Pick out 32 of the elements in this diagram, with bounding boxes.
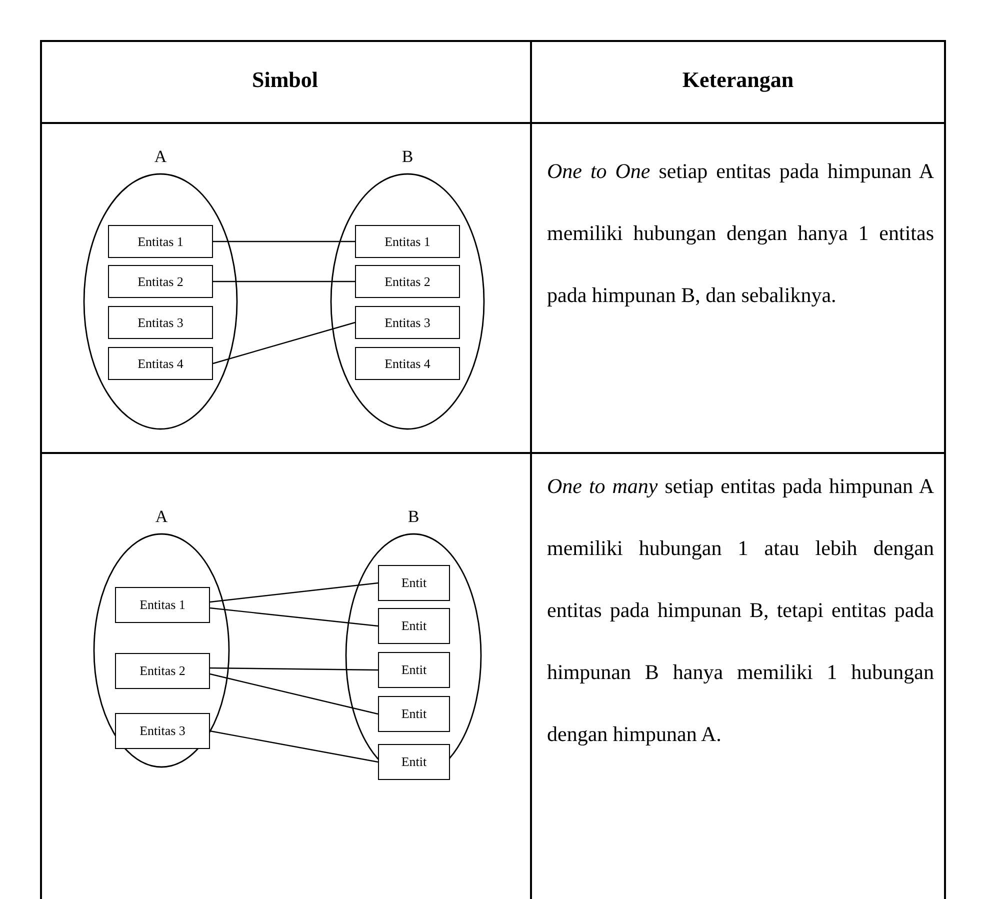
connector-line xyxy=(213,240,355,242)
set-label: B xyxy=(400,147,414,167)
connector-line xyxy=(212,322,356,364)
description-text: One to many setiap entitas pada himpunan A memiliki hubungan 1 atau lebih dengan entitas pada himpunan B, tetapi entitas pada himpunan B hanya memiliki 1 hubungan dengan himpunan A. xyxy=(547,473,934,748)
entity-box: Entitas 1 xyxy=(355,225,460,258)
entity-box: Entitas 4 xyxy=(355,347,460,380)
connector-line xyxy=(210,607,378,627)
entity-box: Entitas 3 xyxy=(108,306,213,339)
entity-box: Entitas 1 xyxy=(115,587,210,623)
entity-box: Entit xyxy=(378,696,450,732)
entity-box: Entitas 4 xyxy=(108,347,213,380)
set-label: A xyxy=(153,147,168,167)
entity-box: Entit xyxy=(378,608,450,644)
entity-box: Entitas 2 xyxy=(355,265,460,298)
entity-box: Entit xyxy=(378,744,450,780)
connector-line xyxy=(210,730,378,763)
set-label: A xyxy=(154,507,169,527)
column-header: Keterangan xyxy=(681,67,795,93)
column-header: Simbol xyxy=(250,67,320,93)
entity-box: Entit xyxy=(378,652,450,688)
set-label: B xyxy=(406,507,420,527)
connector-line xyxy=(210,673,378,715)
entity-box: Entitas 2 xyxy=(108,265,213,298)
connector-line xyxy=(210,582,378,603)
connector-line xyxy=(210,667,378,671)
description-text: One to One setiap entitas pada himpunan A memiliki hubungan dengan hanya 1 entitas pada himpunan B, dan sebaliknya. xyxy=(547,158,934,309)
entity-box: Entitas 3 xyxy=(115,713,210,749)
entity-box: Entit xyxy=(378,565,450,601)
connector-line xyxy=(213,280,355,282)
entity-box: Entitas 3 xyxy=(355,306,460,339)
entity-box: Entitas 1 xyxy=(108,225,213,258)
entity-box: Entitas 2 xyxy=(115,653,210,689)
